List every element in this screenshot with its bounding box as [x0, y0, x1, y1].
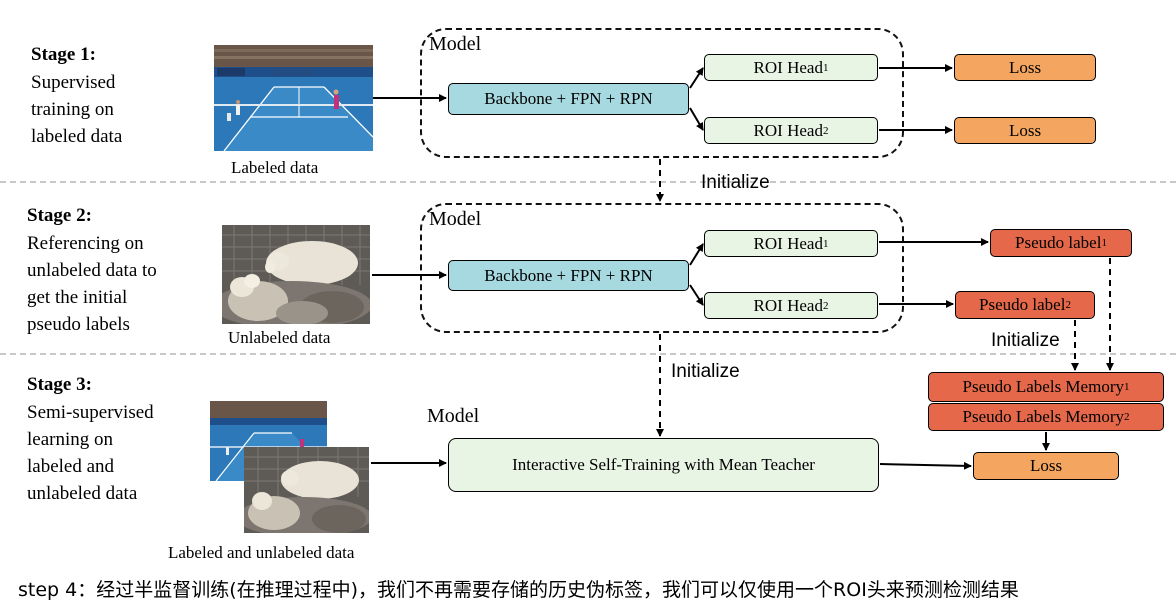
stage1-roi-head-1-sub: 1	[822, 61, 829, 74]
stage1-backbone-label: Backbone + FPN + RPN	[484, 89, 653, 108]
stage1-description: Supervised training on labeled data	[31, 69, 122, 150]
stage1-loss-2-box: Loss	[954, 117, 1096, 144]
stage1-loss-2-label: Loss	[1008, 120, 1042, 140]
stage2-backbone-box: Backbone + FPN + RPN	[448, 260, 689, 291]
stage2-line: pseudo labels	[27, 314, 130, 335]
stage3-line: Semi-supervised	[27, 402, 154, 423]
stage2-model-frame	[420, 203, 904, 333]
labeled-data-image	[214, 45, 373, 151]
pseudo-labels-memory-1-sub: 1	[1123, 381, 1130, 393]
stage3-title: Stage 3:	[27, 374, 92, 395]
stage1-line: training on	[31, 99, 114, 120]
stage3-line: unlabeled data	[27, 483, 138, 504]
stage1-image-caption: Labeled data	[231, 158, 319, 177]
stage2-model-label: Model	[429, 208, 482, 230]
stage1-loss-1-label: Loss	[1008, 57, 1042, 77]
stage1-line: Supervised	[31, 72, 116, 93]
stage3-image-caption: Labeled and unlabeled data	[168, 543, 355, 562]
stage2-pseudo-label-1-label: Pseudo label	[1015, 233, 1102, 252]
stage3-loss-label: Loss	[1029, 456, 1063, 475]
stage2-line: get the initial	[27, 287, 128, 308]
stage1-model-label: Model	[429, 33, 482, 55]
stage2-roi-head-1-sub: 1	[822, 237, 829, 250]
initialize-stage1-to-stage2-label: Initialize	[701, 172, 770, 193]
stage2-line: unlabeled data to	[27, 260, 157, 281]
pseudo-labels-memory-1-label: Pseudo Labels Memory	[962, 377, 1124, 396]
stage-separator-1	[0, 181, 1176, 183]
initialize-pseudo-to-memory-label: Initialize	[991, 330, 1060, 351]
stage1-line: labeled data	[31, 126, 123, 147]
stage3-model-label: Model	[427, 405, 480, 427]
stage2-title: Stage 2:	[27, 205, 92, 226]
pseudo-labels-memory-2-label: Pseudo Labels Memory	[962, 407, 1124, 426]
stage2-backbone-label: Backbone + FPN + RPN	[484, 265, 653, 285]
stage2-pseudo-label-2-sub: 2	[1065, 299, 1071, 311]
stage3-self-training-label: Interactive Self-Training with Mean Teac…	[512, 455, 815, 474]
unlabeled-data-image	[222, 225, 370, 324]
stage-separator-2	[0, 353, 1176, 355]
stage2-pseudo-label-1-sub: 1	[1101, 237, 1107, 249]
stage1-roi-head-1-label: ROI Head	[753, 57, 823, 77]
stage1-loss-1-box: Loss	[954, 54, 1096, 81]
stage1-model-frame	[420, 28, 904, 158]
stage3-line: learning on	[27, 429, 114, 450]
stage2-roi-head-2-sub: 2	[822, 299, 829, 312]
stage1-roi-head-2-label: ROI Head	[753, 120, 823, 140]
initialize-stage2-to-stage3-label: Initialize	[671, 361, 740, 382]
stage1-backbone-box: Backbone + FPN + RPN	[448, 83, 689, 115]
stage2-roi-head-2-label: ROI Head	[753, 295, 823, 315]
stage3-description: Semi-supervised learning on labeled and …	[27, 399, 154, 507]
stage2-roi-head-1-label: ROI Head	[753, 233, 823, 253]
step4-footer-note: step 4：经过半监督训练(在推理过程中)，我们不再需要存储的历史伪标签，我们…	[18, 579, 1019, 601]
stage1-roi-head-2-sub: 2	[822, 124, 829, 137]
stage2-pseudo-label-2-label: Pseudo label	[979, 295, 1066, 314]
stage2-line: Referencing on	[27, 233, 144, 254]
arrow-self-training-to-loss	[879, 461, 972, 470]
stage1-title: Stage 1:	[31, 44, 96, 65]
pseudo-labels-memory-2-sub: 2	[1123, 411, 1130, 423]
stage2-image-caption: Unlabeled data	[228, 328, 331, 347]
stage3-line: labeled and	[27, 456, 115, 477]
stage3-unlabeled-image	[244, 447, 369, 533]
stage2-description: Referencing on unlabeled data to get the…	[27, 230, 157, 338]
stage3-loss-box: Loss	[973, 452, 1119, 480]
stage3-self-training-box: Interactive Self-Training with Mean Teac…	[448, 438, 879, 492]
